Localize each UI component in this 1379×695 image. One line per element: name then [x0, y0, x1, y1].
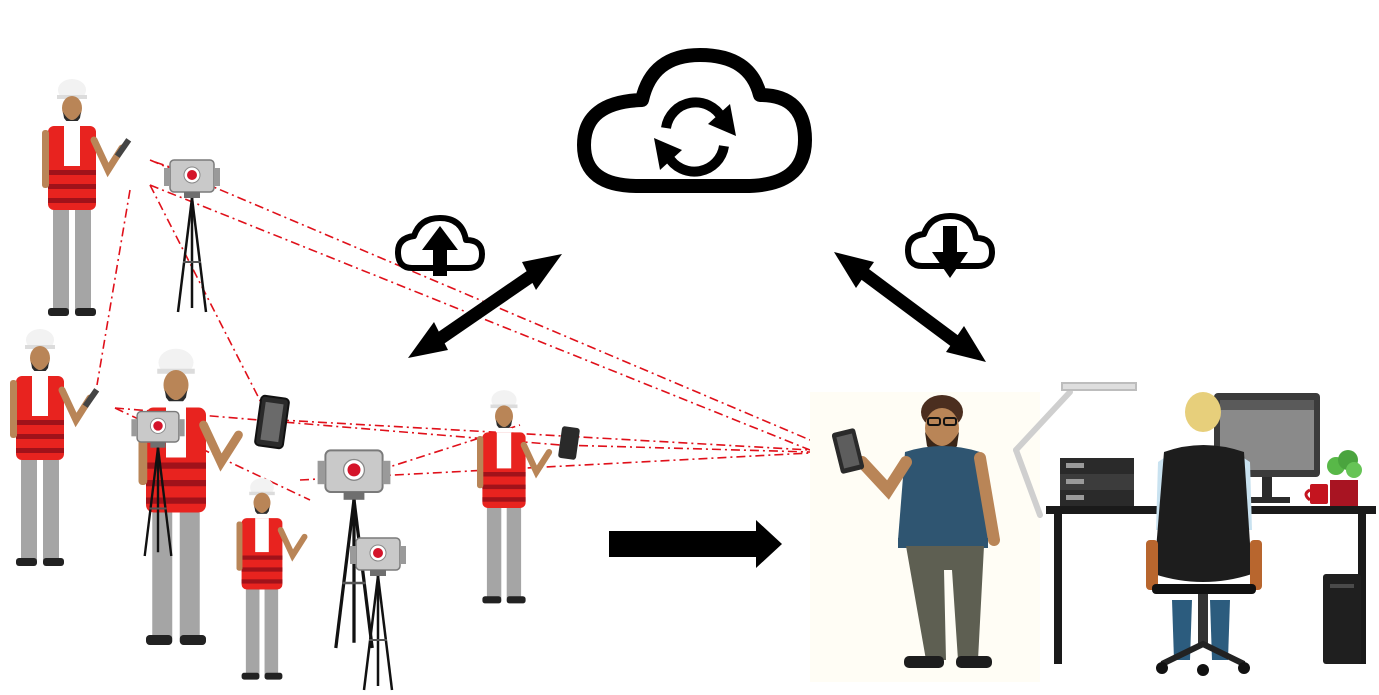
field-worker-2 [10, 329, 100, 566]
laser-scanner-1 [162, 158, 222, 314]
potted-plant [1327, 450, 1362, 506]
office-worker-standing [831, 395, 1000, 668]
field-worker-1 [42, 79, 132, 316]
office-chair [1146, 445, 1262, 676]
upload-sync-arrow [408, 254, 562, 358]
computer-tower [1323, 574, 1361, 664]
server-unit [1060, 458, 1134, 506]
field-worker-3 [139, 349, 239, 645]
field-worker-4 [237, 478, 305, 679]
cloud-download-icon [905, 213, 995, 278]
tablet-device [558, 426, 580, 460]
desk-lamp [1013, 382, 1137, 518]
coffee-mug [1304, 484, 1328, 504]
cloud-sync-icon [577, 48, 812, 193]
handoff-arrow [609, 520, 782, 568]
download-sync-arrow [834, 252, 986, 362]
laser-scanner-4 [348, 536, 408, 692]
field-worker-5 [477, 390, 549, 603]
cloud-upload-icon [395, 215, 485, 276]
